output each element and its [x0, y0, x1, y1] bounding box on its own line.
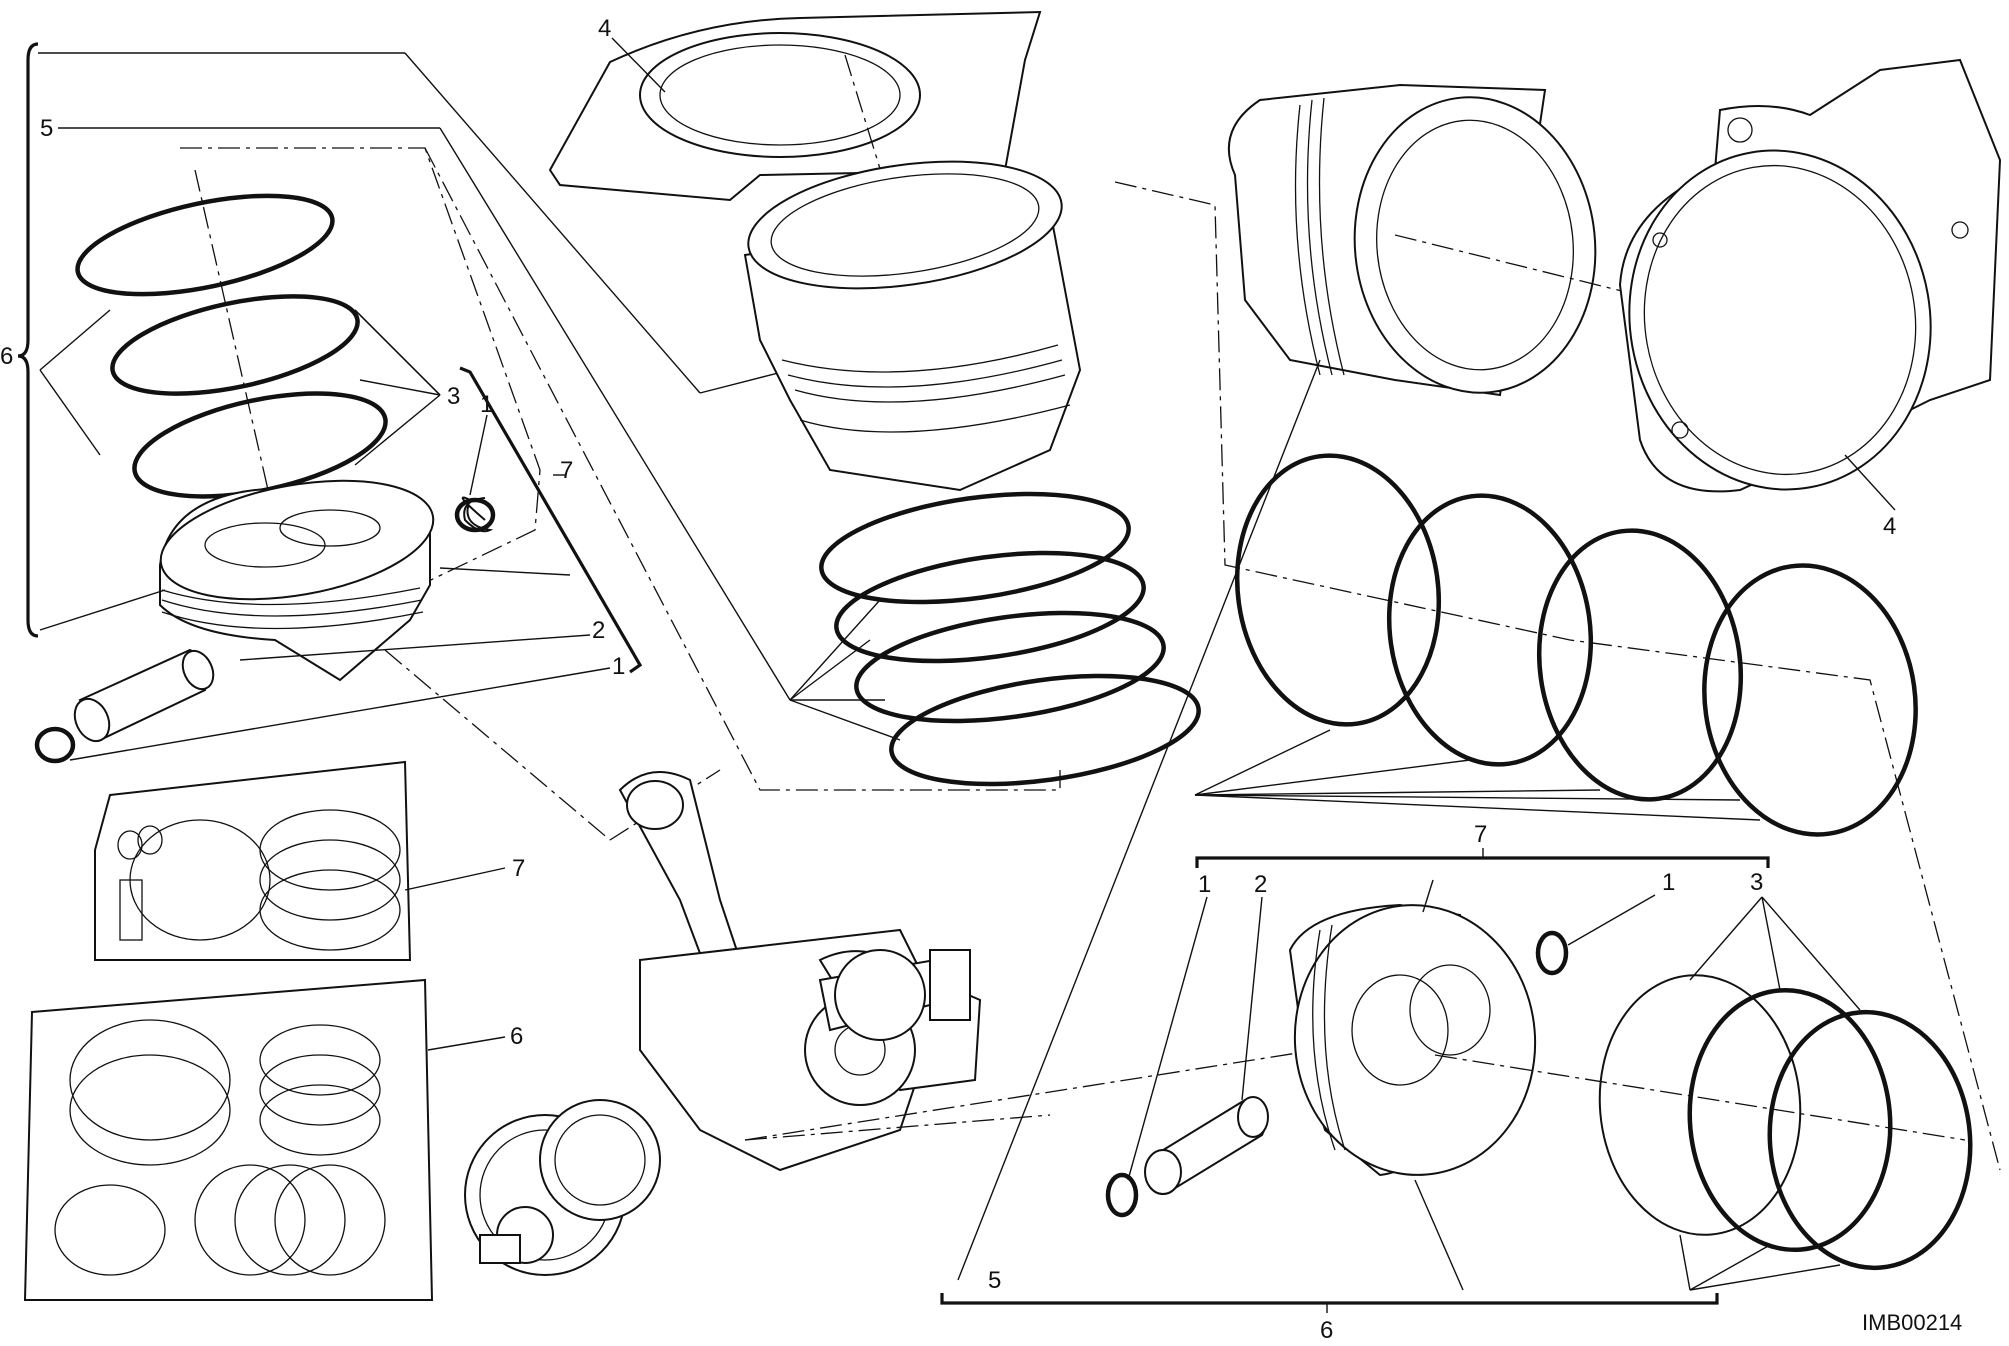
leader-3-right-a — [1689, 896, 1763, 981]
label-1-left: 1 — [612, 653, 625, 680]
axis-left-conrod2 — [609, 769, 721, 841]
piston-top-left — [159, 479, 435, 682]
leader-5-left-fan3 — [789, 599, 881, 701]
leader-7-piston — [439, 567, 571, 576]
leader-rings-fan-2 — [1194, 759, 1471, 796]
circlip-right-2 — [1535, 930, 1569, 976]
ring-set-right-2 — [1687, 987, 1893, 1253]
leader-2-left — [239, 634, 591, 661]
ring-set-right-1 — [1598, 974, 1802, 1236]
leader-7-piston-right — [1422, 879, 1434, 913]
label-2-left: 2 — [592, 617, 605, 644]
leader-rings-fan-5 — [1194, 794, 1741, 801]
piston-ring-mid-left — [110, 294, 360, 396]
ring-set-right-3 — [1767, 1009, 1973, 1271]
circlip-top-left — [461, 496, 494, 533]
piston-ring-top-left — [75, 193, 335, 297]
axis-left-piston — [180, 147, 541, 591]
leader-rings-fan-1 — [1194, 729, 1331, 796]
label-5-left: 5 — [40, 115, 53, 142]
label-3-left: 3 — [447, 383, 460, 410]
circlip-top-left-b — [454, 497, 496, 533]
ring-center-4 — [889, 673, 1201, 787]
ring-center-3 — [854, 610, 1166, 724]
leader-6-kit — [427, 1036, 506, 1051]
axis-right-piston — [1434, 1054, 1966, 1141]
head-gasket-right — [1618, 58, 2002, 493]
bracket-7-left — [459, 366, 643, 674]
axis-crank-right — [744, 1039, 1381, 1141]
label-1-right-a: 1 — [1198, 871, 1211, 898]
label-7-kit: 7 — [512, 855, 525, 882]
ring-center-1 — [819, 491, 1131, 605]
ring-right-1 — [1234, 453, 1442, 727]
leader-3-right-d — [1679, 1234, 1691, 1291]
leader-2-right — [1241, 896, 1263, 1101]
label-4-right: 4 — [1883, 513, 1896, 540]
leader-3-e — [354, 394, 441, 466]
axis-left-conrod — [384, 649, 611, 841]
leader-3-f — [359, 379, 441, 396]
gudgeon-pin-left — [73, 648, 215, 743]
leader-3-b — [39, 369, 101, 456]
cylinder-center — [743, 160, 1082, 492]
ring-right-4 — [1702, 563, 1918, 837]
circlip-bottom-left — [34, 726, 76, 764]
bracket-7-right — [1195, 856, 1770, 868]
label-6-bottom: 6 — [1320, 1317, 1333, 1344]
leader-3-a — [39, 309, 111, 371]
label-7-right: 7 — [1474, 821, 1487, 848]
leader-6-cyl-b — [699, 369, 791, 394]
leader-5-left-diag — [439, 127, 791, 701]
label-4-top: 4 — [598, 15, 611, 42]
leader-4-top — [611, 37, 666, 93]
ring-center-2 — [834, 550, 1146, 664]
axis-crank-right-2 — [744, 1114, 1051, 1141]
leader-4-right — [1844, 454, 1896, 511]
leader-rings-fan-4 — [1194, 794, 1761, 821]
leader-5-right — [957, 359, 1321, 1281]
brace-6-left — [17, 42, 39, 638]
label-1-right-b: 1 — [1662, 869, 1675, 896]
label-6-left: 6 — [0, 343, 13, 370]
diagram-code: IMB00214 — [1862, 1310, 1962, 1335]
leader-3-d — [354, 309, 441, 396]
leader-1-right-b — [1567, 894, 1656, 946]
leader-6-piston-right — [1414, 1179, 1464, 1291]
bracket-6-bottom — [940, 1293, 1719, 1305]
leader-3-right-b — [1761, 896, 1781, 991]
leader-6-to-cylinder — [404, 52, 701, 394]
circlip-right-1 — [1105, 1172, 1139, 1218]
leader-3-right-f — [1689, 1264, 1841, 1291]
gear-rear — [818, 949, 971, 1041]
label-2-right: 2 — [1254, 871, 1267, 898]
crankshaft-assembly — [464, 771, 982, 1276]
leader-1-top — [469, 414, 488, 496]
kit-box-6 — [23, 978, 434, 1301]
gudgeon-pin-right — [1144, 1096, 1269, 1195]
kit-box-7 — [94, 760, 412, 961]
cylinder-right — [1227, 83, 1597, 397]
label-1-top-left: 1 — [480, 391, 493, 418]
leader-3-right-e — [1689, 1244, 1771, 1291]
leader-1-right-a — [1127, 896, 1208, 1181]
label-7-left: 7 — [560, 457, 573, 484]
axis-right-cylinder — [1114, 181, 2001, 1171]
label-3-right: 3 — [1750, 869, 1763, 896]
ring-right-2 — [1386, 493, 1594, 767]
piston-right — [1288, 903, 1537, 1177]
leader-5-left-fan4 — [789, 699, 901, 741]
leader-6-piston — [39, 589, 166, 631]
leader-7-kit — [404, 867, 506, 891]
leader-3-right-c — [1761, 896, 1861, 1011]
leader-rings-fan-3 — [1194, 789, 1601, 796]
leader-1-lower — [69, 667, 611, 761]
head-gasket-top — [548, 10, 1042, 202]
label-6-kit: 6 — [510, 1023, 523, 1050]
label-5-right: 5 — [988, 1267, 1001, 1294]
